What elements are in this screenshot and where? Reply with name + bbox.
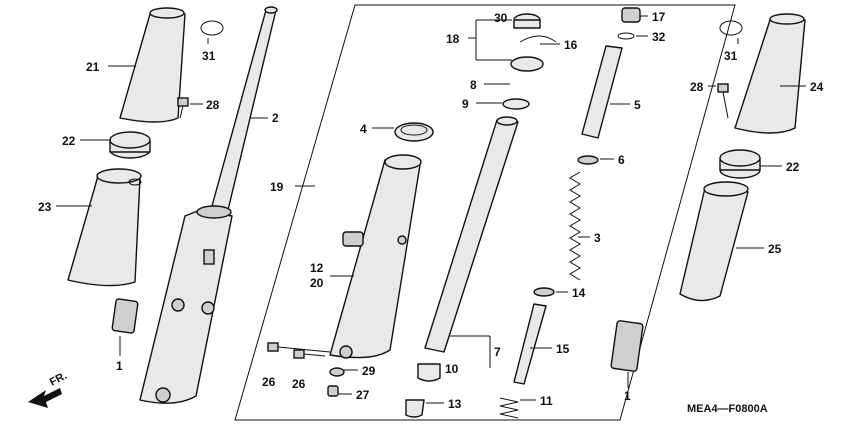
part-5-spacer — [581, 45, 623, 139]
part-29-washer — [329, 367, 345, 377]
callout: 26 — [262, 375, 276, 389]
part-31-ring — [200, 20, 224, 36]
callout: 25 — [768, 242, 782, 256]
callout: 30 — [494, 11, 508, 25]
part-27-bolt — [327, 385, 339, 397]
callout: 14 — [572, 286, 586, 300]
callout: 27 — [356, 388, 370, 402]
part-14-ring — [533, 287, 555, 297]
part-21-upper-cover — [119, 7, 186, 123]
callout: 31 — [724, 49, 738, 63]
part-2-fork-tube — [139, 6, 278, 404]
callout: 22 — [62, 134, 76, 148]
svg-text:FR.: FR. — [48, 370, 69, 389]
part-9-ring — [502, 98, 530, 110]
callout: 8 — [470, 78, 477, 92]
part-28-bolt-right — [717, 83, 729, 119]
part-15-damper-rod — [513, 303, 547, 385]
callout: 26 — [292, 377, 306, 391]
callout: 7 — [494, 345, 501, 359]
diagram-code: MEA4—F0800A — [687, 403, 768, 415]
part-11-spring — [499, 397, 519, 419]
part-24-upper-cover — [734, 13, 806, 134]
part-23-lower-cover — [67, 168, 142, 287]
callout: 6 — [618, 153, 625, 167]
callout: 22 — [786, 160, 800, 174]
part-25-lower-cover — [679, 181, 749, 302]
callout: 19 — [270, 180, 284, 194]
callout: 3 — [594, 231, 601, 245]
part-26-bolts — [267, 342, 331, 359]
part-3-spring — [569, 171, 581, 281]
part-30-cap — [513, 13, 541, 29]
callout: 21 — [86, 60, 100, 74]
callout: 16 — [564, 38, 578, 52]
callout: 4 — [360, 122, 367, 136]
part-22-grommet — [109, 131, 151, 159]
callout: 23 — [38, 200, 52, 214]
callout: 17 — [652, 10, 666, 24]
part-32-oring — [617, 32, 635, 40]
part-10-bushing — [417, 363, 441, 382]
callout: 15 — [556, 342, 570, 356]
part-7-slider-tube — [424, 116, 519, 353]
callout: 18 — [446, 32, 460, 46]
part-28-bolt — [177, 97, 189, 119]
callout: 1 — [116, 359, 123, 373]
part-13-piece — [405, 399, 425, 418]
callout: 2 — [272, 111, 279, 125]
callout: 5 — [634, 98, 641, 112]
callout: 20 — [310, 276, 324, 290]
part-17-bolt — [621, 7, 641, 23]
callout: 13 — [448, 397, 462, 411]
callout: 32 — [652, 30, 666, 44]
part-16-clip — [519, 35, 557, 43]
part-8-ring — [510, 56, 544, 72]
part-4-oil-seal — [394, 122, 434, 142]
part-31-ring-right — [719, 20, 743, 36]
part-1-pad-right — [610, 320, 644, 372]
callout: 24 — [810, 80, 824, 94]
callout: 1 — [624, 389, 631, 403]
part-1-pad-left — [111, 298, 139, 334]
callout: 10 — [445, 362, 459, 376]
assembly-frame — [234, 4, 736, 421]
leader-lines — [56, 15, 806, 404]
callout-labels: 1 1 2 3 4 5 6 7 8 9 10 11 12 13 14 15 16… — [38, 10, 824, 411]
callout: 31 — [202, 49, 216, 63]
front-direction-arrow: FR. — [28, 370, 69, 408]
callout: 12 — [310, 261, 324, 275]
callout: 29 — [362, 364, 376, 378]
callout: 9 — [462, 97, 469, 111]
callout: 28 — [690, 80, 704, 94]
part-12-outer-tube — [329, 154, 422, 359]
part-6-washer — [577, 155, 599, 165]
callout: 28 — [206, 98, 220, 112]
callout: 11 — [540, 394, 553, 408]
part-22-grommet-right — [719, 149, 761, 179]
